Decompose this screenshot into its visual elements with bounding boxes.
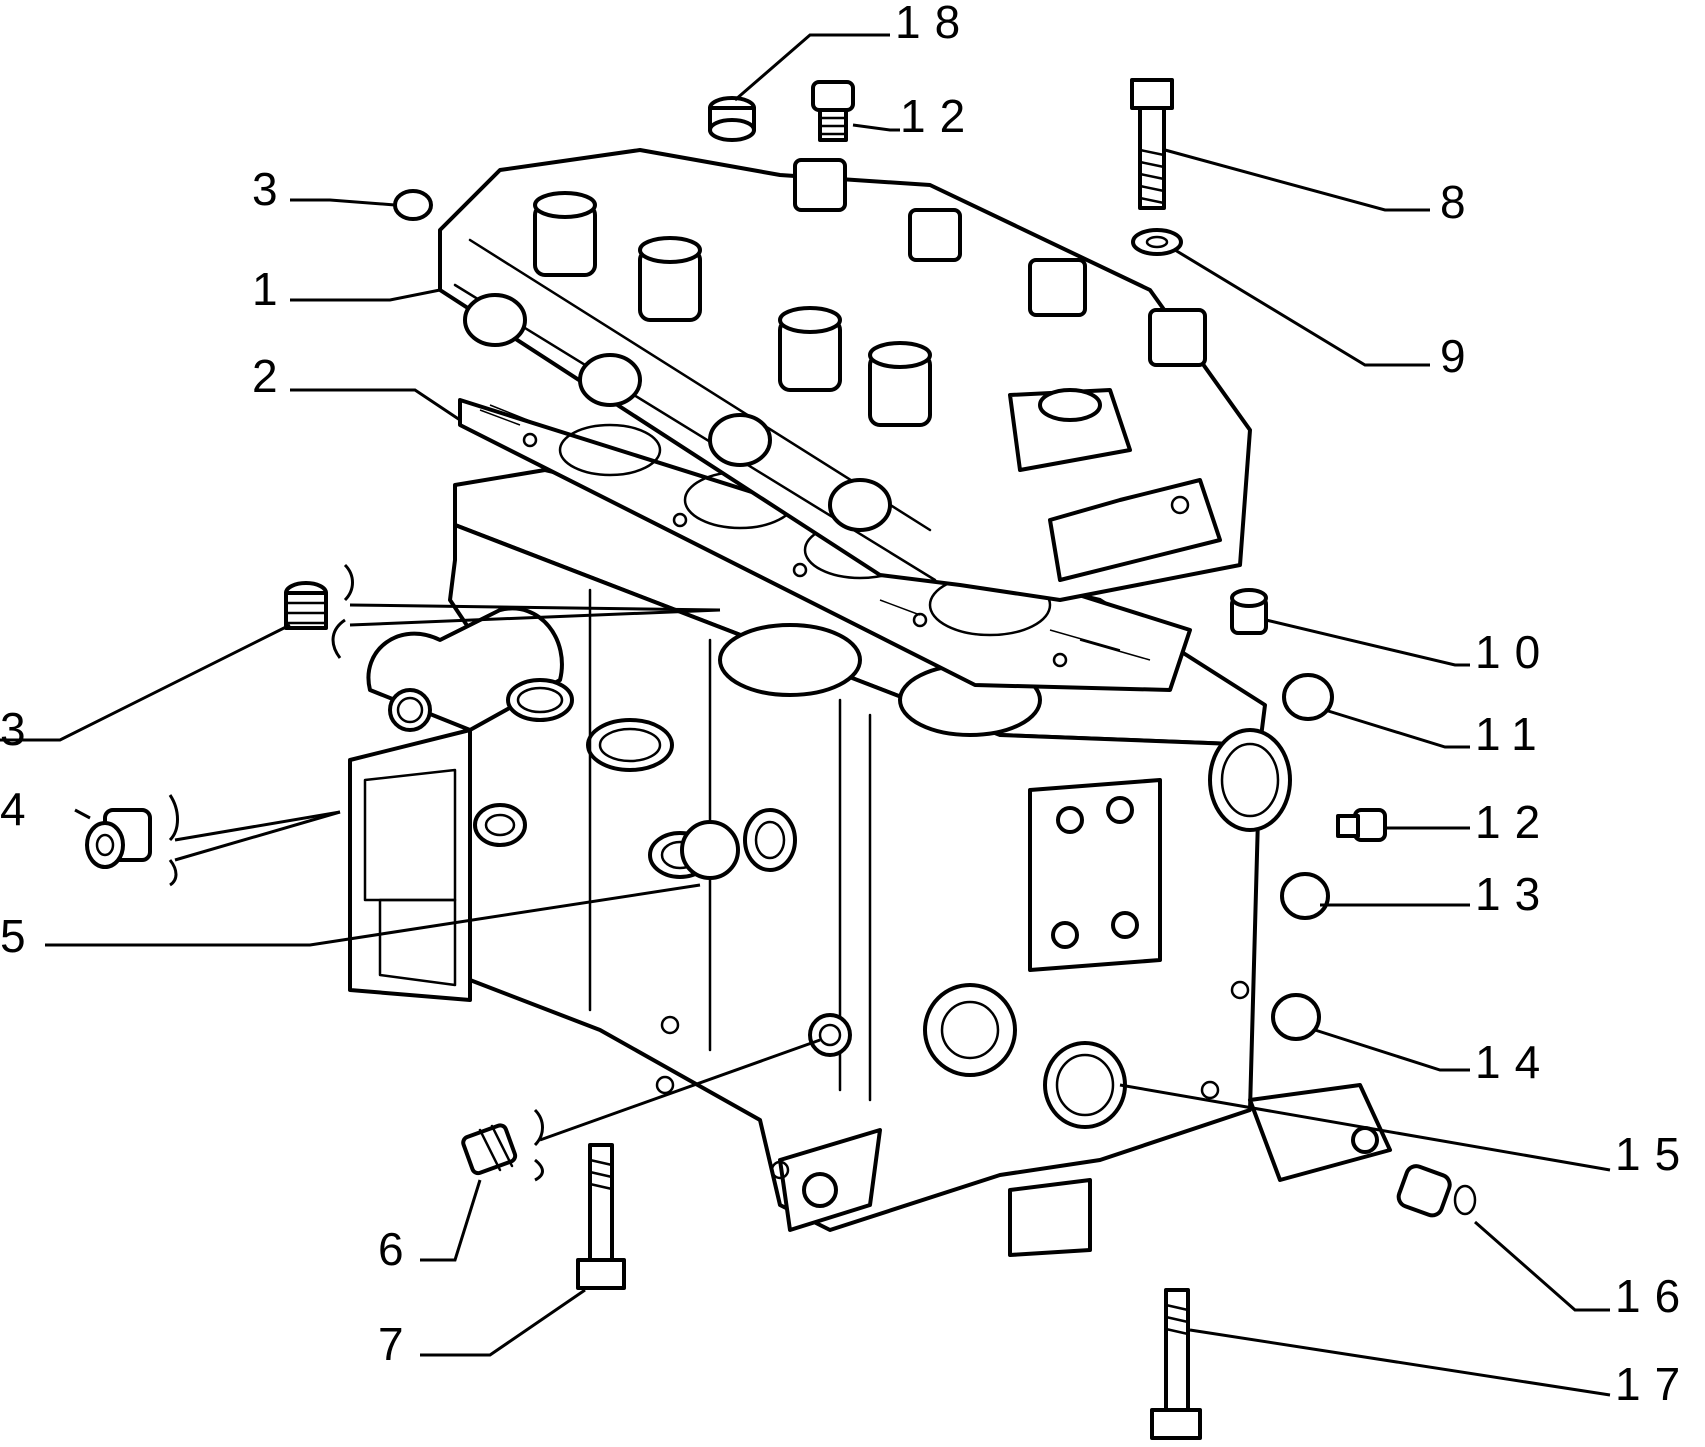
- callout-11: 11: [1475, 708, 1551, 760]
- callout-9: 9: [1440, 330, 1480, 382]
- threaded-plug-3: [284, 581, 328, 630]
- dowel-16: [1396, 1164, 1477, 1218]
- callout-13: 13: [1475, 868, 1554, 920]
- cap-3-top: [393, 189, 433, 221]
- bolt-7: [576, 1143, 626, 1290]
- plug-12-right: [1336, 808, 1387, 842]
- bush-10: [1230, 588, 1268, 635]
- leader-lines: [0, 33, 1611, 1397]
- callout-8: 8: [1440, 176, 1480, 228]
- callout-10: 10: [1475, 626, 1554, 678]
- callout-18: 18: [895, 0, 974, 48]
- callout-2: 2: [252, 350, 292, 402]
- callout-17: 17: [1615, 1358, 1694, 1410]
- cup-plug-14: [1271, 993, 1321, 1041]
- callout-12-top: 12: [900, 90, 979, 142]
- washer-9: [1131, 228, 1183, 256]
- threaded-plug-6: [461, 1123, 518, 1176]
- dowel-4: [85, 808, 152, 869]
- callout-4: 4: [0, 783, 40, 835]
- callout-3-top: 3: [252, 163, 292, 215]
- callout-numbers: 18 12 8 9 3 1 2 3 4 5 6 7 10 11 12 13 14…: [0, 0, 1694, 1410]
- plug-12-top: [811, 80, 855, 142]
- stud-17: [1150, 1288, 1202, 1440]
- cup-plug-11: [1282, 673, 1334, 721]
- callout-14: 14: [1475, 1036, 1554, 1088]
- bolt-8: [1130, 78, 1174, 210]
- cylinder-head: [438, 148, 1252, 602]
- tappets: [533, 191, 932, 427]
- callout-7: 7: [378, 1318, 418, 1370]
- callout-6: 6: [378, 1223, 418, 1275]
- callout-12-right: 12: [1475, 796, 1554, 848]
- nut-18: [708, 96, 756, 142]
- cup-plug-13: [1280, 872, 1330, 920]
- callout-5: 5: [0, 910, 40, 962]
- callout-16: 16: [1615, 1270, 1694, 1322]
- injector-sleeves: [793, 158, 1207, 367]
- callout-1: 1: [252, 263, 292, 315]
- callout-3-left: 3: [0, 703, 40, 755]
- callout-15: 15: [1615, 1128, 1694, 1180]
